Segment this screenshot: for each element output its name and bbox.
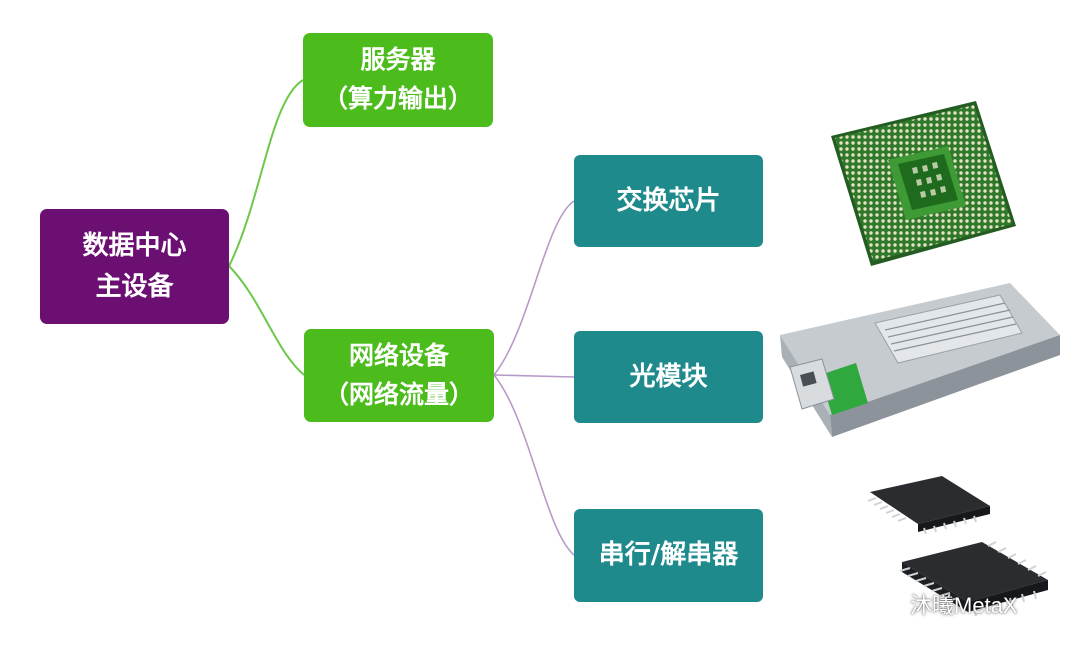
node-server: 服务器 （算力输出）	[303, 33, 493, 127]
watermark-text: 沐曦MetaX	[910, 593, 1018, 618]
node-optical-module: 光模块	[574, 331, 763, 423]
cpu-chip-image	[831, 101, 1016, 266]
server-label-2: （算力输出）	[322, 84, 473, 113]
network-label-2: （网络流量）	[323, 379, 474, 409]
node-network-device: 网络设备 （网络流量）	[304, 329, 494, 422]
link-network-switch	[493, 200, 575, 376]
switch-label: 交换芯片	[616, 185, 721, 216]
network-label-1: 网络设备	[348, 340, 449, 370]
wechat-icon	[869, 591, 900, 616]
link-network-serdes	[493, 374, 575, 556]
link-root-network	[228, 265, 305, 376]
serdes-label: 串行/解串器	[598, 540, 739, 571]
root-label-2: 主设备	[95, 271, 174, 302]
root-node-datacenter: 数据中心 主设备	[40, 209, 229, 324]
optical-label: 光模块	[629, 361, 708, 392]
qfp-chip-image	[867, 476, 1048, 617]
server-label-1: 服务器	[360, 45, 436, 75]
root-label-1: 数据中心	[82, 231, 187, 262]
link-network-optical	[493, 374, 575, 378]
node-serdes: 串行/解串器	[574, 509, 763, 602]
watermark: 沐曦MetaX	[868, 584, 1018, 624]
node-switch-chip: 交换芯片	[574, 155, 763, 247]
link-root-server	[228, 79, 304, 267]
optical-transceiver-image	[780, 283, 1060, 437]
